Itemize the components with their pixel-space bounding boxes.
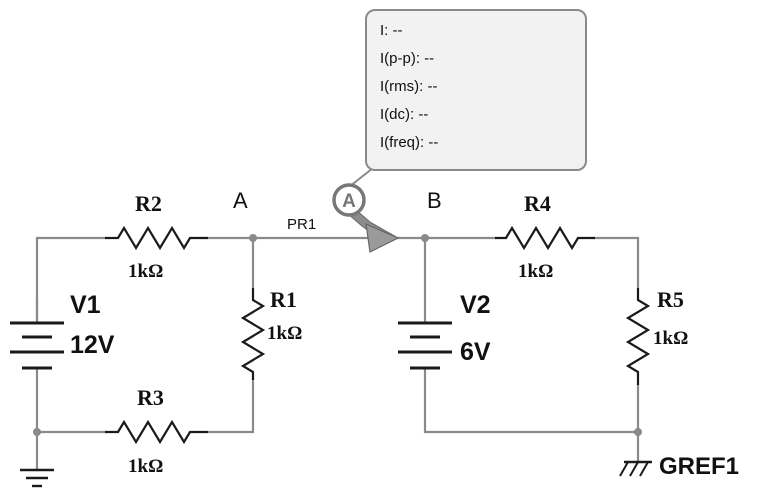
resistor-r3[interactable]: R3 1kΩ bbox=[105, 385, 208, 477]
node-a-label: A bbox=[233, 188, 248, 213]
r1-name: R1 bbox=[270, 287, 297, 312]
ground-icon bbox=[20, 468, 54, 488]
v2-value: 6V bbox=[460, 338, 491, 366]
probe-readout-tooltip: I: -- I(p-p): -- I(rms): -- I(dc): -- I(… bbox=[365, 9, 587, 171]
probe-name: PR1 bbox=[287, 216, 316, 233]
v1-name: V1 bbox=[70, 291, 101, 319]
v2-name: V2 bbox=[460, 291, 491, 319]
r1-value: 1kΩ bbox=[267, 323, 302, 344]
probe-arrow-icon bbox=[365, 223, 400, 253]
r5-name: R5 bbox=[657, 287, 684, 312]
current-probe-pr1[interactable]: A PR1 bbox=[287, 163, 400, 253]
readout-peak-to-peak: I(p-p): -- bbox=[380, 50, 434, 67]
r3-name: R3 bbox=[137, 385, 164, 410]
voltage-source-v1[interactable]: V1 12V bbox=[10, 291, 115, 370]
junction-bottom-left bbox=[33, 428, 41, 436]
r4-name: R4 bbox=[524, 191, 551, 216]
probe-symbol: A bbox=[342, 191, 356, 212]
resistor-r5[interactable]: R5 1kΩ bbox=[625, 287, 688, 385]
node-b-label: B bbox=[427, 188, 442, 213]
r5-value: 1kΩ bbox=[653, 328, 688, 349]
readout-rms: I(rms): -- bbox=[380, 78, 437, 95]
r4-value: 1kΩ bbox=[518, 261, 553, 282]
ammeter-icon bbox=[332, 183, 366, 217]
readout-frequency: I(freq): -- bbox=[380, 134, 438, 151]
node-a-junction bbox=[249, 234, 257, 242]
wires bbox=[35, 236, 640, 472]
junction-bottom-right bbox=[634, 428, 642, 436]
resistor-r1[interactable]: R1 1kΩ bbox=[240, 287, 302, 380]
gref1-label: GREF1 bbox=[659, 453, 739, 480]
r2-name: R2 bbox=[135, 191, 162, 216]
ground-ref-gref1[interactable]: GREF1 bbox=[619, 453, 739, 480]
resistor-r2[interactable]: R2 1kΩ bbox=[105, 191, 208, 282]
readout-current: I: -- bbox=[380, 22, 403, 39]
resistor-r4[interactable]: R4 1kΩ bbox=[495, 191, 595, 282]
readout-dc: I(dc): -- bbox=[380, 106, 428, 123]
voltage-source-v2[interactable]: V2 6V bbox=[398, 291, 491, 370]
v1-value: 12V bbox=[70, 331, 115, 359]
r3-value: 1kΩ bbox=[128, 456, 163, 477]
r2-value: 1kΩ bbox=[128, 261, 163, 282]
node-b-junction bbox=[421, 234, 429, 242]
